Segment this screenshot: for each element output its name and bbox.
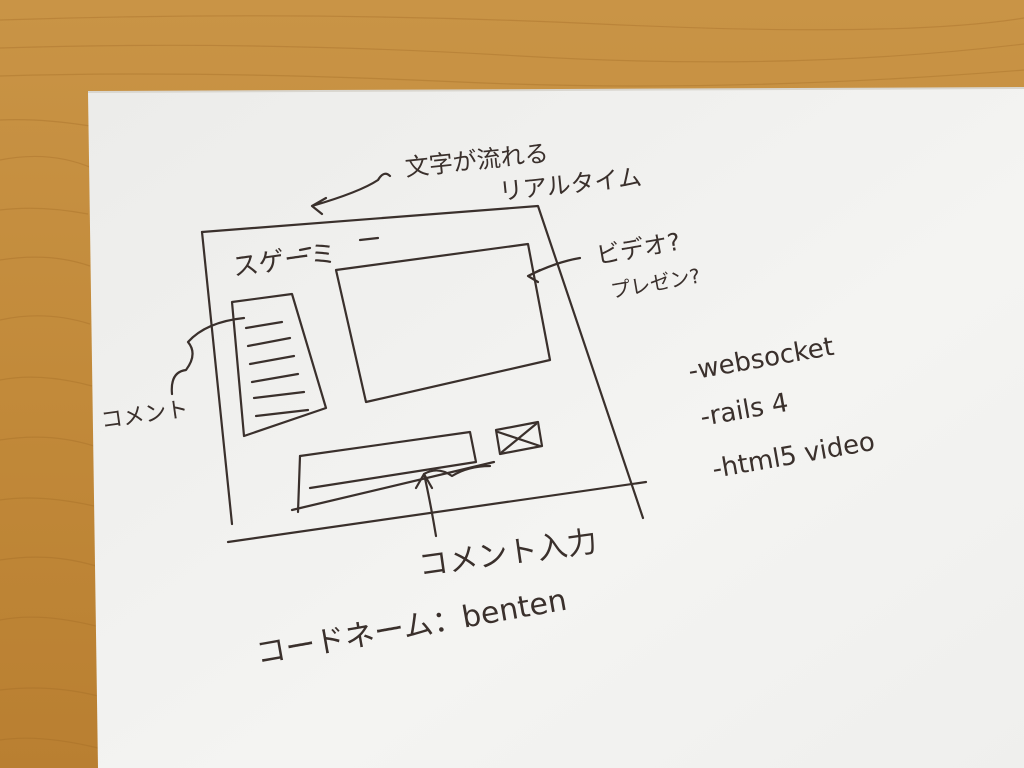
comment-panel — [230, 292, 328, 438]
paper-sheet — [88, 88, 1024, 768]
ticker-arrow — [310, 172, 392, 216]
wood-grain — [0, 15, 1024, 749]
wireframe-sketch — [170, 172, 648, 544]
send-box — [494, 420, 544, 456]
video-arrow — [526, 256, 582, 284]
input-arrow — [414, 464, 492, 538]
browser-frame — [200, 204, 645, 520]
paper-edge — [87, 87, 1024, 93]
video-box — [334, 242, 552, 404]
comments-arrow — [170, 316, 246, 396]
comment-input-box — [298, 430, 478, 490]
